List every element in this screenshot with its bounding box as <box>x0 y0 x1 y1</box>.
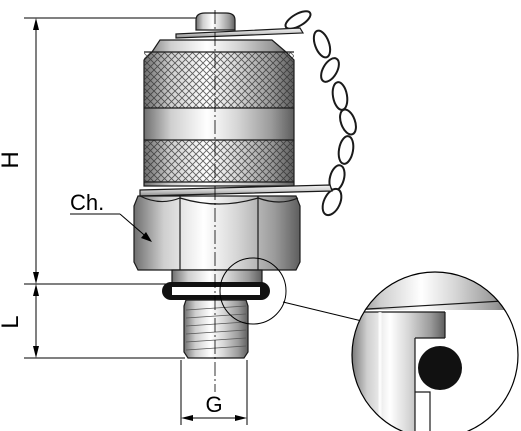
dimension-l: L <box>0 284 185 359</box>
dimension-h: H <box>0 17 200 285</box>
safety-chain <box>284 10 357 217</box>
hex-callout: Ch. <box>70 190 152 242</box>
dimension-g-label: G <box>205 392 222 417</box>
dimension-l-label: L <box>0 315 24 328</box>
o-ring <box>162 282 270 300</box>
dimension-g: G <box>180 360 248 425</box>
knurled-nut <box>139 39 333 197</box>
dimension-h-label: H <box>0 151 24 168</box>
detail-marker-circle <box>219 257 367 325</box>
hex-label: Ch. <box>70 190 104 215</box>
detail-o-ring <box>418 346 462 390</box>
threaded-stem <box>183 299 249 359</box>
dust-cap <box>175 12 305 39</box>
hex-body <box>133 195 301 271</box>
detail-view <box>351 271 519 431</box>
